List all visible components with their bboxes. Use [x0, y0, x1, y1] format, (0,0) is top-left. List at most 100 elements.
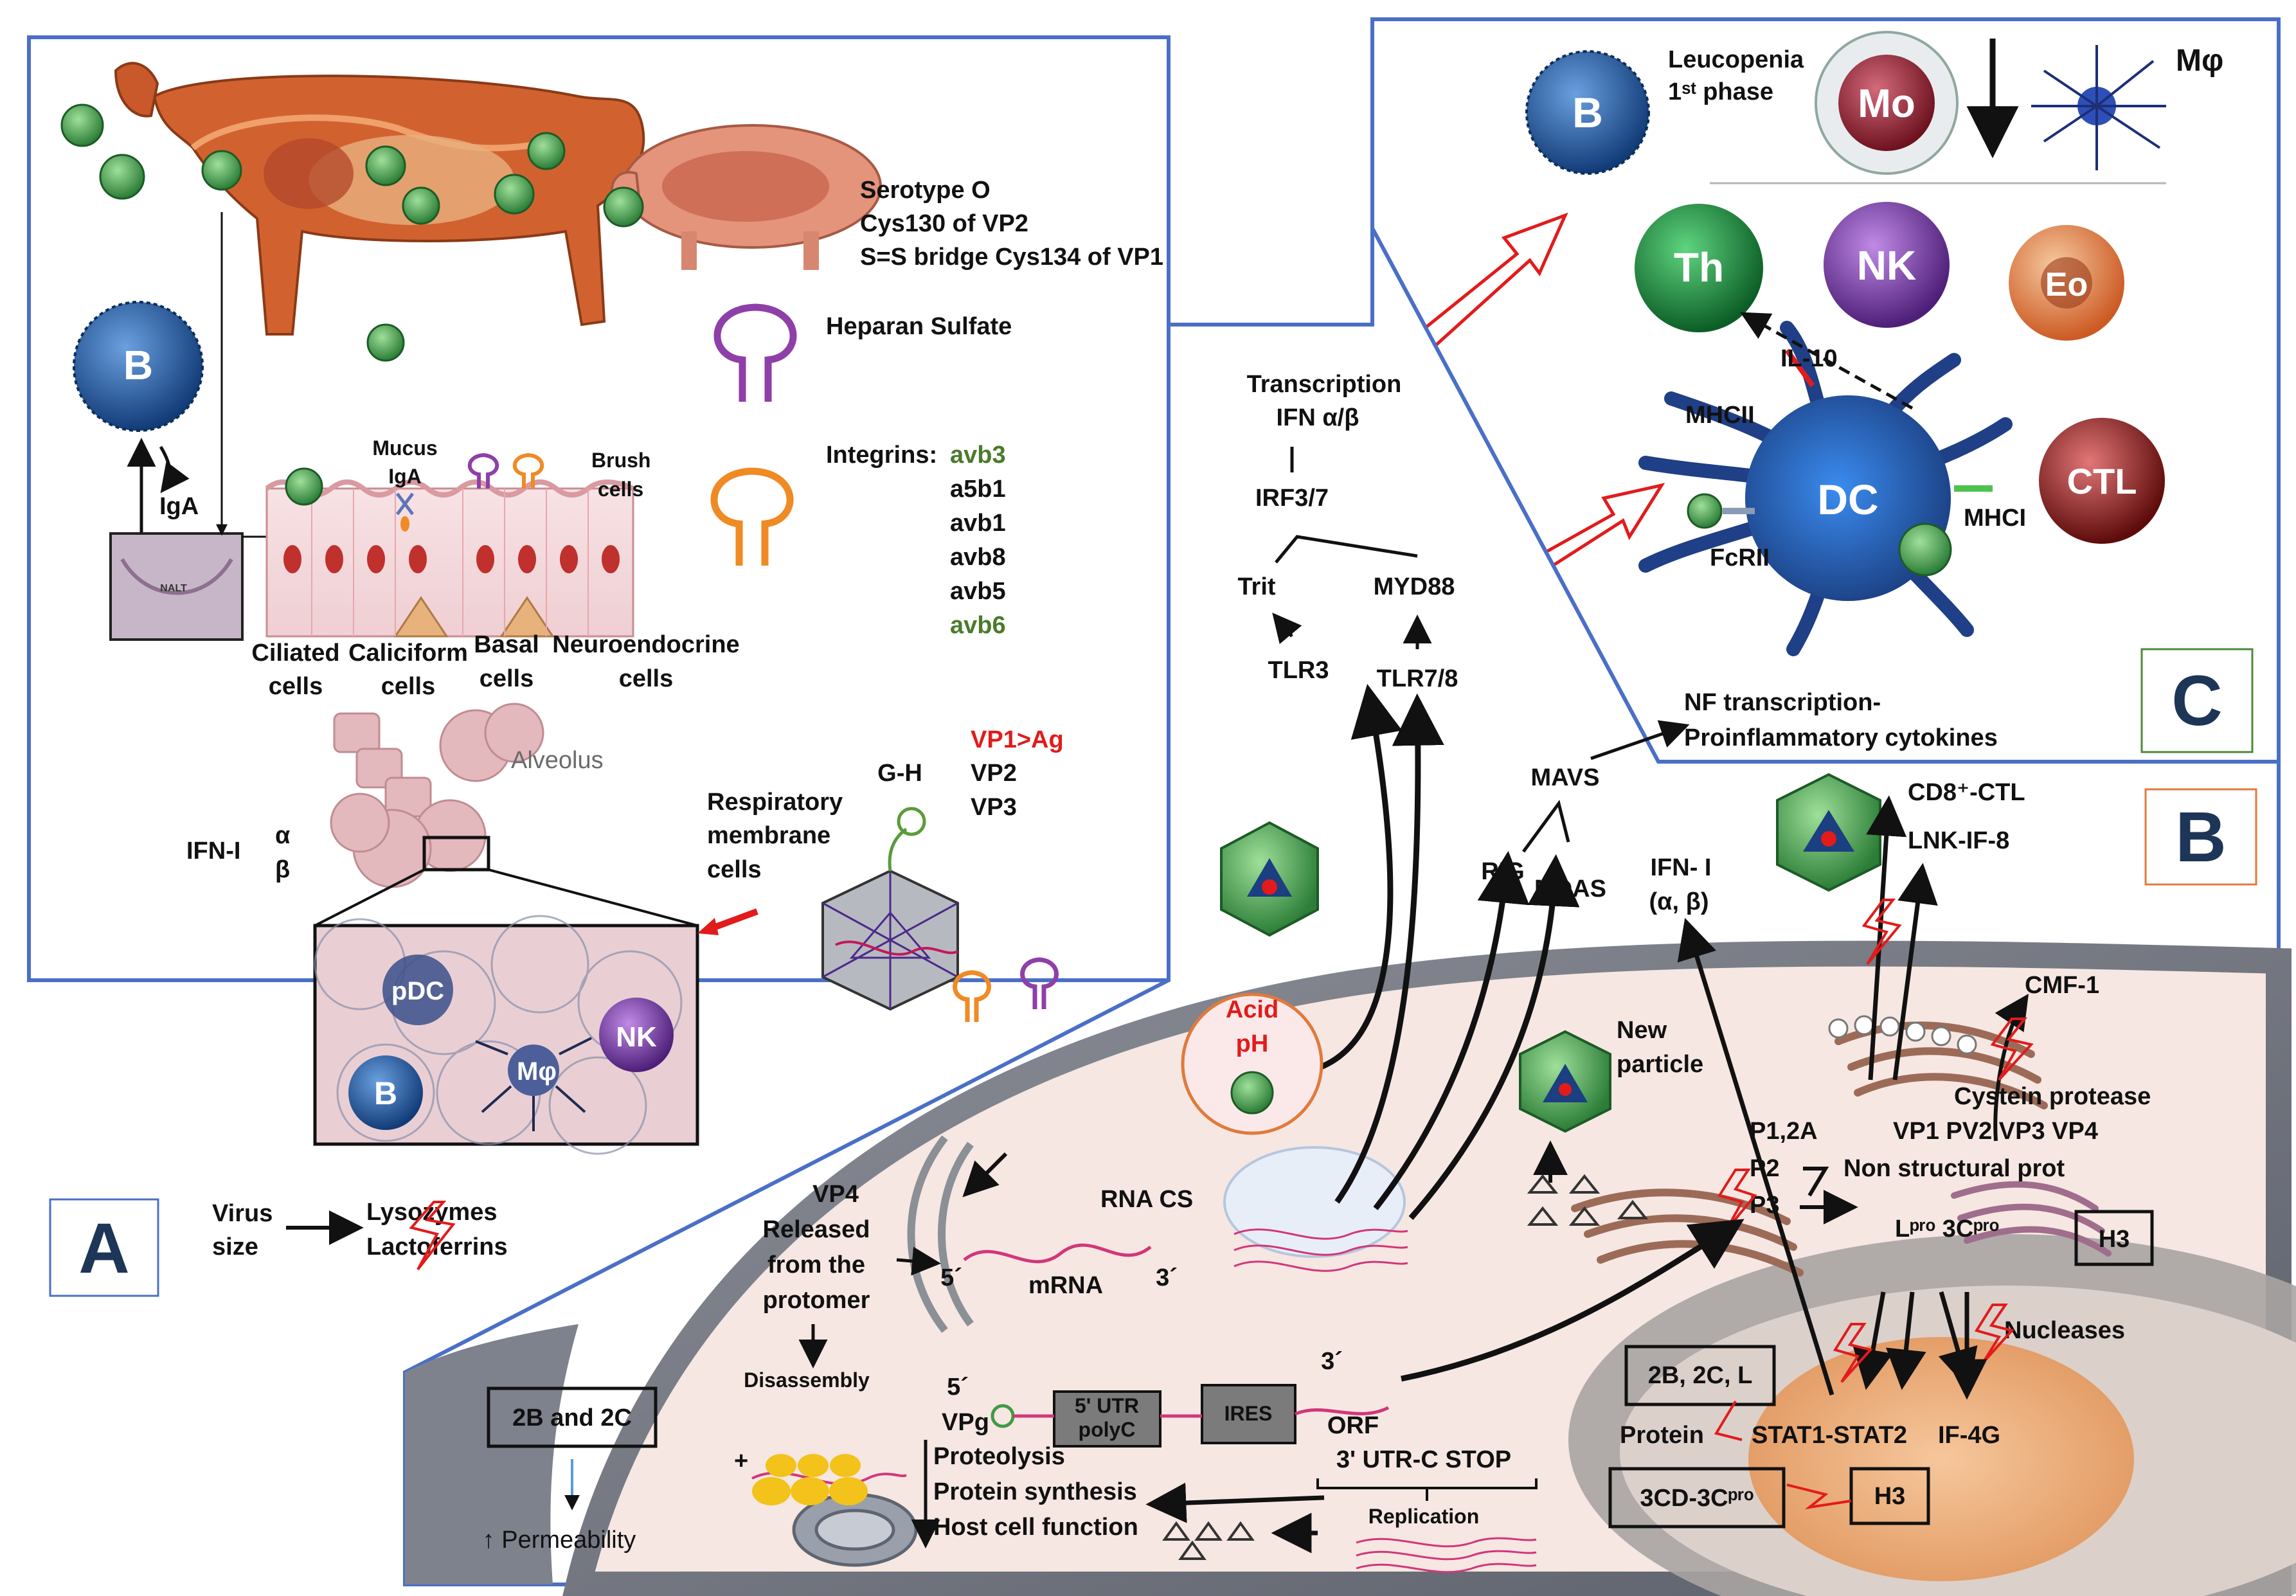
permeability-label: ↑ Permeability [483, 1527, 636, 1554]
lightning-icon [1786, 1484, 1852, 1510]
nonstruct-label: Non structural prot [1843, 1155, 2065, 1182]
cell-type-word: cells [480, 665, 534, 692]
arrow-tlr3-trit [1272, 613, 1302, 645]
three-prime-b-label: 3´ [1321, 1348, 1343, 1375]
virus-on-epithelium [285, 467, 323, 506]
first-phase-label: 1ˢᵗ phase [1668, 78, 1773, 105]
ctl-label: CTL [2067, 461, 2137, 501]
replication-label: Replication [1368, 1505, 1479, 1528]
panel-c: B Leucopenia 1ˢᵗ phase Mo Mφ Th NK [1370, 17, 2281, 764]
box-3cd-label: 3CD-3Cᵖʳᵒ [1640, 1485, 1753, 1512]
arrow-stat-to-ifn [1677, 917, 1834, 1396]
h3b-label: H3 [1874, 1483, 1906, 1510]
cmf-label: CMF-1 [2025, 972, 2099, 999]
box-2b2cl [1624, 1345, 1776, 1406]
panel-b: Transcription IFN α/β IRF3/7 Trit MYD88 … [403, 227, 2296, 1596]
tlr78-label: TLR7/8 [1377, 665, 1458, 692]
zoom-line-right [488, 868, 698, 927]
nucleus [1568, 1234, 2296, 1596]
h3-box-2 [1849, 1467, 1930, 1525]
utr5-line1: 5' UTR [1075, 1394, 1139, 1417]
epithelial-cell-types: Ciliated cells Caliciform cells Basal ce… [251, 631, 739, 700]
heparan-label: Heparan Sulfate [826, 313, 1012, 340]
new-particle-line1: New [1617, 1017, 1667, 1044]
pdc-cell: pDC [382, 955, 453, 1025]
cell-type-word: cells [381, 673, 436, 700]
arrow-endosome-to-mdas [1408, 854, 1580, 1220]
virus-fcr [1687, 493, 1723, 529]
mrna-label: mRNA [1028, 1272, 1103, 1299]
protein-label: Protein [1620, 1422, 1704, 1449]
lightning-icon [1714, 1400, 1743, 1441]
eo-cell: Eo [2009, 225, 2124, 341]
nalt-label: NALT [160, 583, 187, 594]
integrin-item: a5b1 [950, 476, 1006, 503]
host-cell-label: Host cell function [933, 1514, 1138, 1541]
zoom-b-label: B [374, 1075, 397, 1111]
utr3-bracket [1316, 1478, 1538, 1501]
vps-label: VP1 PV2 VP3 VP4 [1893, 1118, 2098, 1145]
brush-cells-label: cells [598, 478, 643, 501]
arrow-mavs-to-nf [1590, 720, 1690, 760]
irf-branch [1275, 535, 1418, 564]
five-prime-b-label: 5´ [947, 1374, 969, 1401]
genome-strand [1013, 1406, 1390, 1418]
zoom-line-left [314, 868, 425, 927]
vp4-line4: protomer [763, 1287, 870, 1314]
mdas-label: MDAS [1534, 875, 1606, 902]
ph-label: pH [1236, 1030, 1269, 1057]
rna-cs-label: RNA CS [1100, 1186, 1193, 1213]
virus-capsid-b [1776, 773, 1881, 892]
ribosomes [1828, 1015, 1977, 1055]
panel-b-letter-box [2144, 788, 2257, 886]
proteolysis-label: Proteolysis [933, 1443, 1065, 1470]
mhci-label: MHCI [1964, 505, 2026, 532]
dendritic-cell: DC [1638, 321, 2013, 656]
mucus-iga-label: IgA [388, 465, 422, 488]
th-cell: Th [1635, 204, 1763, 332]
if4g-label: IF-4G [1938, 1422, 2000, 1449]
alveolus-label: Alveolus [511, 747, 604, 774]
nf-line2: Proinflammatory cytokines [1684, 724, 1998, 751]
acid-ph-vesicle: Acid pH [1181, 992, 1323, 1135]
mhcii-receptor [1784, 348, 1815, 388]
zoom-mf-label: Mφ [517, 1057, 557, 1086]
cow-illustration [114, 62, 645, 336]
nalt-tissue: NALT [109, 532, 244, 641]
hollow-red-arrows [1415, 212, 1665, 575]
eo-label: Eo [2045, 266, 2088, 303]
red-pointer-arrow [709, 908, 758, 932]
vp4-line3: from the [767, 1251, 865, 1278]
ires-label: IRES [1224, 1402, 1273, 1425]
lightning-icon [409, 1201, 456, 1271]
arrow-to-cmf [1993, 994, 2029, 1142]
mavs-branch [1521, 800, 1570, 853]
beta-label: β [275, 856, 290, 883]
iga-molecule-icon [396, 492, 414, 532]
cys130-label: Cys130 of VP2 [860, 210, 1028, 237]
monocyte-cell: Mo [1815, 31, 1959, 175]
nf-line1: NF transcription- [1684, 689, 1881, 716]
transcription-label: Transcription [1247, 371, 1402, 398]
zoom-macrophage-cell: Mφ [475, 1037, 592, 1131]
vp1ag-label: VP1>Ag [971, 726, 1064, 753]
p2-label: P2 [1750, 1155, 1779, 1182]
lightning-icon [1974, 1304, 2014, 1364]
integrin-item: avb3 [950, 442, 1006, 469]
ctl-cell: CTL [2039, 418, 2165, 544]
ss-bridge-label: S=S bridge Cys134 of VP1 [860, 244, 1163, 271]
il10-dashed-arrow [1740, 312, 1914, 410]
cd8-label: CD8⁺-CTL [1908, 779, 2025, 806]
integrin-item: avb8 [950, 544, 1006, 571]
alveolus-illustration [330, 703, 544, 888]
heparan-sulfate-icon [713, 303, 797, 402]
cell-type-name: Neuroendocrine [552, 631, 739, 658]
virus-capsid-cytoplasm [1220, 821, 1319, 937]
box-2b2c [487, 1386, 658, 1448]
p2-bracket [1803, 1167, 1829, 1197]
capsid-subunit-triangles [1527, 1174, 1649, 1226]
mucus-label: Mucus [372, 436, 437, 460]
p12a-label: P1,2A [1750, 1118, 1818, 1145]
b-cell: B [73, 301, 204, 432]
vp3-label: VP3 [971, 794, 1017, 821]
